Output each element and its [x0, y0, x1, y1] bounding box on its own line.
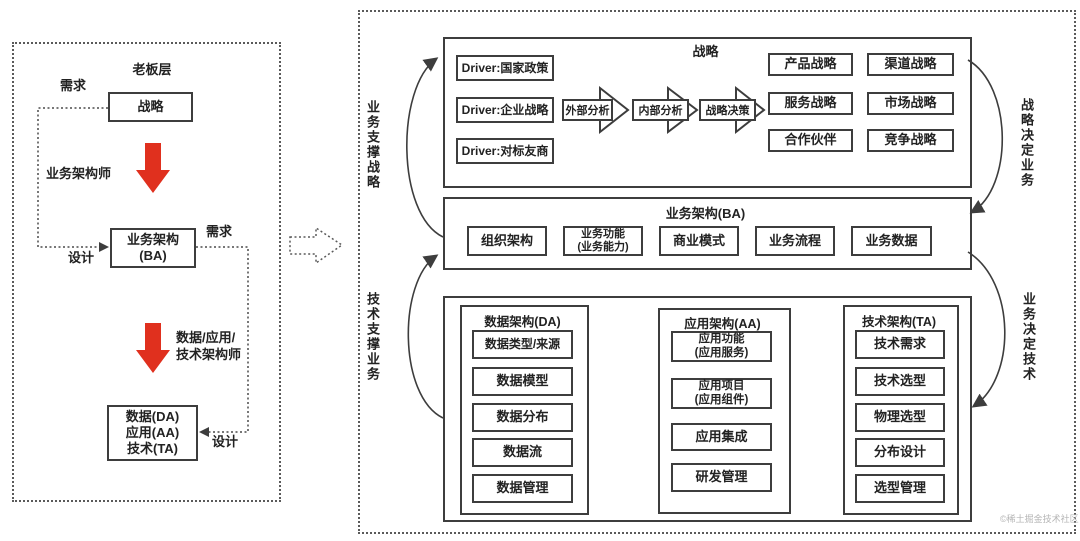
- rd-management-box: 研发管理: [671, 463, 772, 492]
- business-architect-label: 业务架构师: [46, 166, 112, 181]
- demand-design-connector-bottom: [196, 246, 249, 433]
- internal-analysis-label: 内部分析: [638, 105, 683, 117]
- business-supports-strategy-arrow: [406, 57, 444, 238]
- boss-layer-title: 老板层: [132, 62, 172, 77]
- data-app-tech-architect-label: 数据/应用/ 技术架构师: [176, 330, 242, 362]
- design-label-bottom: 设计: [212, 434, 239, 449]
- demand-label-right: 需求: [206, 224, 233, 239]
- internal-analysis-shape: [632, 99, 689, 121]
- external-analysis-label: 外部分析: [565, 105, 610, 117]
- strategy-decision-label: 战略决策: [705, 105, 750, 117]
- strategy-determines-business-arrow: [967, 59, 1004, 214]
- distribution-design-box: 分布设计: [855, 438, 945, 467]
- demand-label-top: 需求: [60, 78, 87, 93]
- connector-arrowhead-daat: [199, 427, 209, 437]
- demand-design-connector-top: [37, 107, 108, 248]
- competition-strategy-box: 竞争战略: [867, 129, 954, 152]
- data-flow-box: 数据流: [472, 438, 573, 467]
- market-strategy-box: 市场战略: [867, 92, 954, 115]
- driver-national-policy: Driver:国家政策: [456, 55, 554, 81]
- driver-enterprise-strategy: Driver:企业战略: [456, 97, 554, 123]
- data-management-box: 数据管理: [472, 474, 573, 503]
- red-down-arrow-bottom: [136, 323, 170, 373]
- org-architecture-box: 组织架构: [467, 226, 547, 256]
- design-label-top: 设计: [68, 250, 95, 265]
- app-project-box: 应用项目 (应用组件): [671, 378, 772, 409]
- technology-supports-business-arrow: [407, 254, 444, 419]
- business-determines-technology-label: 业务决定技术: [1021, 292, 1036, 382]
- data-model-box: 数据模型: [472, 367, 573, 396]
- business-process-box: 业务流程: [755, 226, 835, 256]
- connector-arrowhead-ba: [99, 242, 109, 252]
- service-strategy-box: 服务战略: [768, 92, 853, 115]
- business-function-box: 业务功能 (业务能力): [563, 226, 643, 256]
- business-data-box: 业务数据: [851, 226, 932, 256]
- external-analysis-shape: [562, 99, 613, 121]
- business-model-box: 商业模式: [659, 226, 739, 256]
- app-integration-box: 应用集成: [671, 423, 772, 451]
- data-type-source-box: 数据类型/来源: [472, 330, 573, 359]
- business-determines-technology-arrow: [967, 251, 1006, 408]
- partners-box: 合作伙伴: [768, 129, 853, 152]
- app-function-box: 应用功能 (应用服务): [671, 331, 772, 362]
- aa-column-title: 应用架构(AA): [684, 317, 761, 331]
- architecture-panel: [358, 10, 1076, 534]
- ba-section-title: 业务架构(BA): [665, 206, 746, 221]
- ta-column-title: 技术架构(TA): [861, 315, 937, 329]
- strategy-decision-shape: [699, 99, 756, 121]
- business-architecture-box-left: 业务架构 (BA): [110, 228, 196, 268]
- channel-strategy-box: 渠道战略: [867, 53, 954, 76]
- data-app-tech-box-left: 数据(DA) 应用(AA) 技术(TA): [107, 405, 198, 461]
- business-supports-strategy-label: 业务支撑战略: [365, 100, 380, 190]
- product-strategy-box: 产品战略: [768, 53, 853, 76]
- strategy-section-title: 战略: [692, 44, 719, 59]
- watermark: ©稀土掘金技术社区: [1000, 514, 1079, 524]
- physical-selection-box: 物理选型: [855, 403, 945, 432]
- driver-benchmark-competitors: Driver:对标友商: [456, 138, 554, 164]
- da-column-title: 数据架构(DA): [484, 315, 561, 329]
- red-down-arrow-top: [136, 143, 170, 193]
- selection-management-box: 选型管理: [855, 474, 945, 503]
- panel-transition-arrow: [289, 226, 344, 265]
- tech-selection-box: 技术选型: [855, 367, 945, 396]
- technology-supports-business-label: 技术支撑业务: [365, 292, 380, 382]
- boss-layer-panel: [12, 42, 281, 502]
- strategy-box-left: 战略: [108, 92, 193, 122]
- data-distribution-box: 数据分布: [472, 403, 573, 432]
- tech-requirements-box: 技术需求: [855, 330, 945, 359]
- strategy-determines-business-label: 战略决定业务: [1019, 98, 1034, 188]
